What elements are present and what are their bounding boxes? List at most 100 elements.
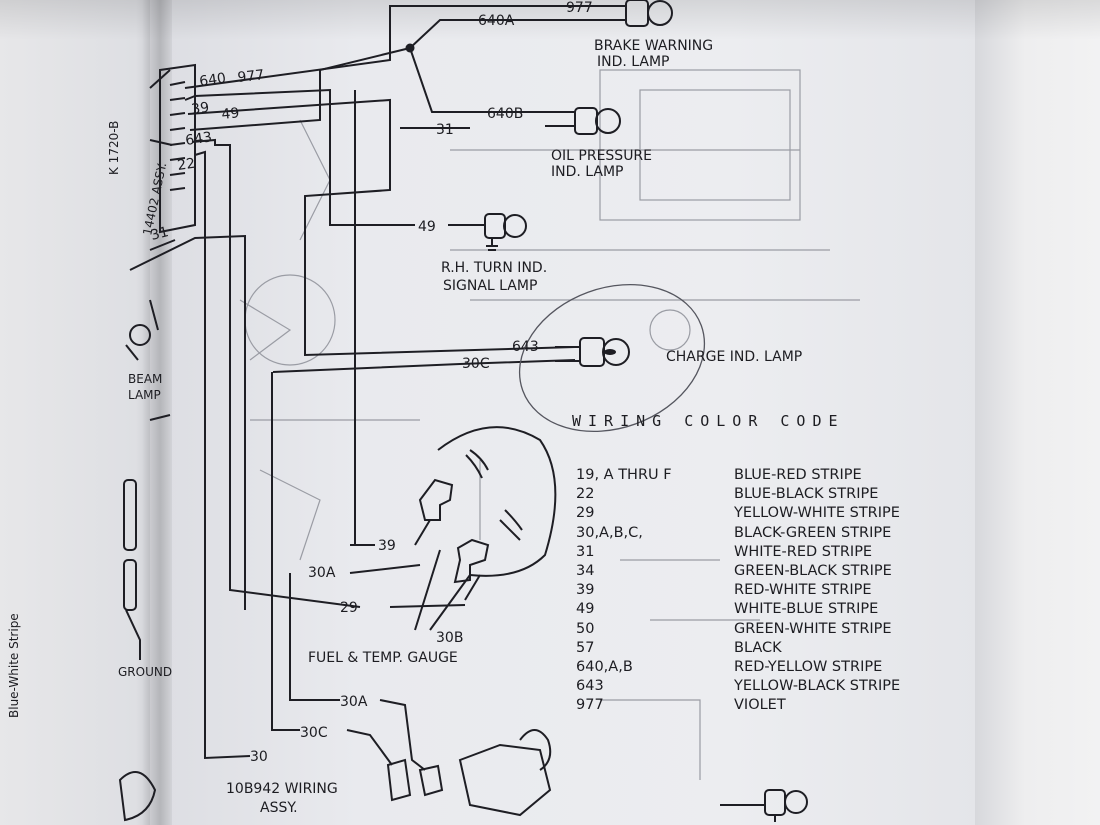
turn-signal-lamp bbox=[448, 213, 527, 251]
part-code-label: K 1720-B bbox=[107, 121, 121, 175]
color-code-row: 29 YELLOW-WHITE STRIPE bbox=[572, 504, 972, 523]
color-code-row: 30,A,B,C,BLACK-GREEN STRIPE bbox=[572, 524, 972, 543]
wire-code: 31 bbox=[576, 543, 595, 560]
label-30A-gauge: 30A bbox=[308, 565, 336, 581]
label-30C: 30C bbox=[462, 356, 490, 372]
wire-code: 977 bbox=[576, 697, 604, 714]
wire-30C-run bbox=[271, 372, 300, 731]
splice-dot bbox=[405, 43, 415, 53]
wire-color: GREEN-WHITE STRIPE bbox=[734, 620, 892, 637]
right-page bbox=[150, 0, 980, 825]
component-labels: BRAKE WARNING IND. LAMP OIL PRESSURE IND… bbox=[226, 38, 802, 816]
color-code-rows: 19, A THRU F BLUE-RED STRIPE 22 BLUE-BLACK … bbox=[572, 466, 972, 715]
turn-lamp-label-1: R.H. TURN IND. bbox=[441, 260, 547, 276]
label-30A-low: 30A bbox=[340, 694, 368, 710]
label-643: 643 bbox=[184, 129, 213, 149]
label-640B: 640B bbox=[487, 106, 523, 122]
color-code-row: 19, A THRU F BLUE-RED STRIPE bbox=[572, 466, 972, 485]
wire-49-run bbox=[184, 88, 415, 226]
brake-warning-lamp bbox=[610, 0, 673, 27]
left-label-lamp: LAMP bbox=[128, 388, 161, 402]
oil-lamp-label-1: OIL PRESSURE bbox=[551, 148, 652, 164]
label-39-gauge: 39 bbox=[378, 538, 396, 554]
wire-color: BLUE-RED STRIPE bbox=[734, 467, 862, 483]
left-page-text: Blue-White Stripe BEAM LAMP GROUND bbox=[7, 372, 172, 718]
pencil-circle-mark bbox=[518, 283, 706, 433]
wire-color: YELLOW-BLACK STRIPE bbox=[734, 678, 901, 695]
color-code-row: 640,A,B RED-YELLOW STRIPE bbox=[572, 658, 972, 677]
left-page-side-text: Blue-White Stripe bbox=[7, 613, 21, 718]
wire-color: YELLOW-WHITE STRIPE bbox=[734, 505, 900, 522]
color-code-row: 977 VIOLET bbox=[572, 696, 972, 715]
bleed-through-print bbox=[239, 69, 860, 780]
wire-29-run bbox=[191, 138, 361, 608]
color-code-row: 31 WHITE-RED STRIPE bbox=[572, 543, 972, 562]
wire-code: 640,A,B bbox=[576, 658, 633, 675]
brake-lamp-label-1: BRAKE WARNING bbox=[594, 38, 713, 54]
label-29: 29 bbox=[340, 600, 358, 616]
wire-code: 19, A THRU F bbox=[576, 467, 672, 483]
wire-30A-run bbox=[289, 573, 340, 701]
wire-color: BLACK bbox=[734, 639, 782, 656]
wire-code: 50 bbox=[576, 620, 595, 637]
wire-color: WHITE-BLUE STRIPE bbox=[734, 601, 879, 618]
turn-lamp-label-2: SIGNAL LAMP bbox=[443, 278, 537, 294]
wire-code: 39 bbox=[576, 582, 595, 599]
oil-lamp-label-2: IND. LAMP bbox=[551, 164, 624, 180]
wire-color: VIOLET bbox=[734, 697, 786, 714]
color-code-row: 643 YELLOW-BLACK STRIPE bbox=[572, 677, 972, 696]
charge-lamp-label: CHARGE IND. LAMP bbox=[666, 349, 802, 365]
brake-lamp-label-2: IND. LAMP bbox=[597, 54, 670, 70]
wiring-assy-label-2: ASSY. bbox=[260, 800, 298, 816]
left-page bbox=[0, 0, 170, 825]
label-977: 977 bbox=[237, 67, 265, 86]
wire-30C-top bbox=[272, 359, 576, 373]
color-code-row: 50 GREEN-WHITE STRIPE bbox=[572, 620, 972, 639]
wire-code: 643 bbox=[576, 678, 604, 695]
left-label-ground: GROUND bbox=[118, 665, 172, 679]
wire-color: WHITE-RED STRIPE bbox=[734, 543, 873, 560]
wire-640-feed bbox=[189, 47, 411, 131]
wire-labels: 640 977 39 49 643 22 31 640A 977 640B 31… bbox=[149, 0, 593, 765]
label-643-lamp: 643 bbox=[512, 339, 539, 355]
wire-22-run bbox=[194, 150, 251, 760]
wire-color: RED-WHITE STRIPE bbox=[734, 582, 872, 599]
wiring-color-code-table: WIRING COLOR CODE 19, A THRU F BLUE-RED S… bbox=[572, 412, 972, 715]
color-code-row: 22 BLUE-BLACK STRIPE bbox=[572, 485, 972, 504]
wire-color: RED-YELLOW STRIPE bbox=[734, 658, 883, 675]
book-gutter bbox=[142, 0, 172, 825]
label-31-left: 31 bbox=[149, 224, 170, 244]
charge-indicator-lamp bbox=[555, 337, 630, 367]
lower-connector bbox=[346, 699, 552, 817]
left-page-drawing bbox=[118, 69, 176, 822]
label-30-low: 30 bbox=[250, 749, 268, 765]
wire-code: 29 bbox=[576, 505, 595, 522]
label-49-lamp: 49 bbox=[418, 219, 436, 235]
label-640A: 640A bbox=[478, 13, 515, 29]
connector-block: 14402 ASSY. K 1720-B bbox=[107, 63, 196, 237]
wire-color: BLACK-GREEN STRIPE bbox=[734, 524, 892, 541]
wire-640A-run bbox=[409, 19, 610, 49]
gauge-label: FUEL & TEMP. GAUGE bbox=[308, 650, 458, 666]
background-surface bbox=[975, 0, 1100, 825]
wiring-assy-label-1: 10B942 WIRING bbox=[226, 781, 338, 797]
wire-39-run bbox=[354, 90, 375, 546]
label-39: 39 bbox=[190, 100, 210, 118]
label-977-top: 977 bbox=[566, 0, 593, 16]
wire-31-left-run bbox=[129, 234, 246, 610]
bottom-right-lamp bbox=[720, 789, 808, 822]
left-label-beam: BEAM bbox=[128, 372, 162, 386]
wire-color: GREEN-BLACK STRIPE bbox=[734, 562, 892, 579]
wire-color: BLUE-BLACK STRIPE bbox=[734, 486, 879, 503]
color-code-title: WIRING COLOR CODE bbox=[572, 412, 845, 430]
color-code-row: 39 RED-WHITE STRIPE bbox=[572, 581, 972, 600]
wire-code: 22 bbox=[576, 486, 595, 503]
wire-640B-run bbox=[409, 47, 570, 113]
oil-pressure-lamp bbox=[545, 107, 621, 135]
wire-network bbox=[129, 5, 610, 760]
label-49: 49 bbox=[221, 105, 240, 123]
